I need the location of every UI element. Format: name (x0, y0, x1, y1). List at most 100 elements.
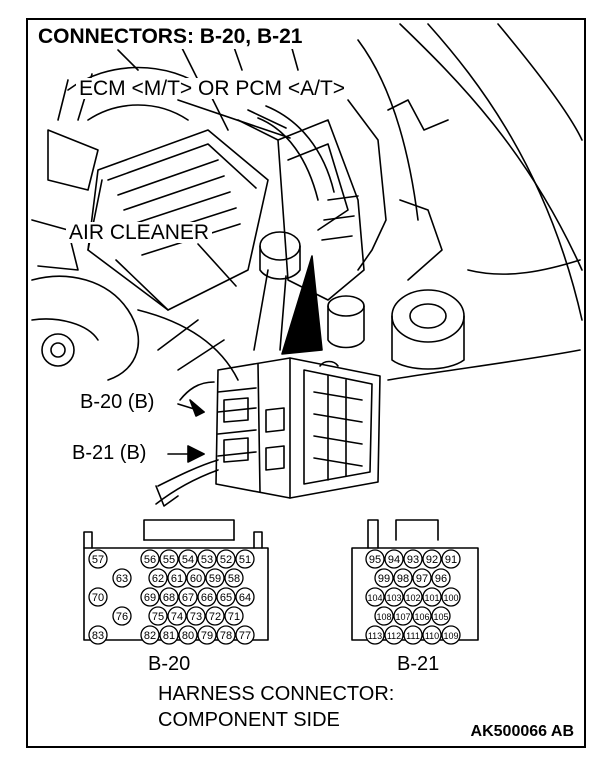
b20-pin-79 (197, 625, 217, 645)
b20-pin-label-60: 60 (190, 573, 202, 585)
b21-pin-label-105: 105 (433, 612, 448, 622)
b21-pin-label-111: 111 (406, 631, 420, 641)
b21-pin-label-109: 109 (443, 631, 458, 641)
b20-pin-53 (197, 549, 217, 569)
b20-pin-label-61: 61 (171, 573, 183, 585)
b20-pin-label-54: 54 (182, 554, 194, 566)
b20-pin-67 (178, 587, 198, 607)
b20-pin-73 (186, 606, 206, 626)
b20-pin-label-73: 73 (190, 611, 202, 623)
b21-pin-label-100: 100 (443, 593, 458, 603)
b20-pin-62 (148, 568, 168, 588)
b21-pin-99 (374, 568, 394, 588)
b21-pin-103 (384, 587, 404, 607)
b20-pin-label-59: 59 (209, 573, 221, 585)
b20-pin-label-77: 77 (239, 630, 251, 642)
b21-pin-label-101: 101 (424, 593, 439, 603)
b21-pin-label-95: 95 (369, 554, 381, 566)
b21-pin-label-106: 106 (414, 612, 429, 622)
b21-pin-label-97: 97 (416, 573, 428, 585)
b20-pin-59 (205, 568, 225, 588)
b20-pin-label-66: 66 (201, 592, 213, 604)
b20-pin-label-68: 68 (163, 592, 175, 604)
ecm-label: ECM <M/T> OR PCM <A/T> (76, 78, 349, 99)
b21-pin-101 (422, 587, 442, 607)
b20-pin-78 (216, 625, 236, 645)
b21-pin-label-94: 94 (388, 554, 400, 566)
b21-pin-label-98: 98 (397, 573, 409, 585)
b20-pin-label-67: 67 (182, 592, 194, 604)
b21-pin-104 (365, 587, 385, 607)
b20-pin-label-69: 69 (144, 592, 156, 604)
b20-pin-label-70: 70 (92, 592, 104, 604)
b20-pin-71 (224, 606, 244, 626)
b21-pin-label-110: 110 (425, 631, 439, 641)
b20-pin-label-51: 51 (239, 554, 251, 566)
b21-pin-91 (441, 549, 461, 569)
b20-pin-54 (178, 549, 198, 569)
b20-caption: B-20 (148, 653, 191, 675)
harness-caption-line1: HARNESS CONNECTOR: (158, 683, 395, 705)
b20-pin-55 (159, 549, 179, 569)
b20-pin-label-81: 81 (163, 630, 175, 642)
b20-pin-label-79: 79 (201, 630, 213, 642)
diagram-title: CONNECTORS: B-20, B-21 (38, 26, 306, 49)
engine-bay-illustration: 5756555453525163626160595870696867666564… (31, 23, 583, 645)
b21-pin-label-92: 92 (426, 554, 438, 566)
b20-pin-61 (167, 568, 187, 588)
b20-pin-83 (88, 625, 108, 645)
b20-pin-74 (167, 606, 187, 626)
b21-pin-label-113: 113 (368, 631, 382, 641)
b21-pin-113 (365, 625, 385, 645)
b20-pin-68 (159, 587, 179, 607)
b21-pin-107 (393, 606, 413, 626)
b20-pin-75 (148, 606, 168, 626)
b21-pin-98 (393, 568, 413, 588)
b20-pin-label-78: 78 (220, 630, 232, 642)
b21-pin-112 (384, 625, 404, 645)
b21-pin-label-103: 103 (386, 593, 401, 603)
b20-pin-label-82: 82 (144, 630, 156, 642)
b20-pin-70 (88, 587, 108, 607)
b20-pin-66 (197, 587, 217, 607)
b20-pin-label-71: 71 (228, 611, 240, 623)
b21-pin-110 (422, 625, 442, 645)
b20-pin-52 (216, 549, 236, 569)
b21-pin-94 (384, 549, 404, 569)
b21-pin-label-102: 102 (405, 593, 420, 603)
b21-pin-109 (441, 625, 461, 645)
b20-pin-label-55: 55 (163, 554, 175, 566)
b21-pin-111 (403, 625, 423, 645)
b21-pin-label-104: 104 (367, 593, 382, 603)
b20-pin-69 (140, 587, 160, 607)
b20-pin-label-74: 74 (171, 611, 183, 623)
b21-pin-96 (431, 568, 451, 588)
b21-pin-label-108: 108 (376, 612, 391, 622)
b20-pin-label-63: 63 (116, 573, 128, 585)
b20-pin-56 (140, 549, 160, 569)
air-cleaner-label: AIR CLEANER (66, 222, 213, 243)
b21-pin-97 (412, 568, 432, 588)
b21-pin-label-99: 99 (378, 573, 390, 585)
b21-pin-label-107: 107 (395, 612, 410, 622)
b20-pin-label-76: 76 (116, 611, 128, 623)
b20-pin-label-62: 62 (152, 573, 164, 585)
b20-pin-label-64: 64 (239, 592, 251, 604)
harness-caption-line2: COMPONENT SIDE (158, 709, 340, 731)
b20-pin-63 (112, 568, 132, 588)
b20-pin-82 (140, 625, 160, 645)
b21-pin-106 (412, 606, 432, 626)
b21-pin-label-96: 96 (435, 573, 447, 585)
b21-pin-108 (374, 606, 394, 626)
b20-pin-72 (205, 606, 225, 626)
b21-pin-102 (403, 587, 423, 607)
b20-pin-51 (235, 549, 255, 569)
b21-pin-105 (431, 606, 451, 626)
b20-pin-label-56: 56 (144, 554, 156, 566)
b20-pin-81 (159, 625, 179, 645)
b20-pin-64 (235, 587, 255, 607)
b20-pin-60 (186, 568, 206, 588)
b21-callout-label: B-21 (B) (72, 442, 147, 464)
